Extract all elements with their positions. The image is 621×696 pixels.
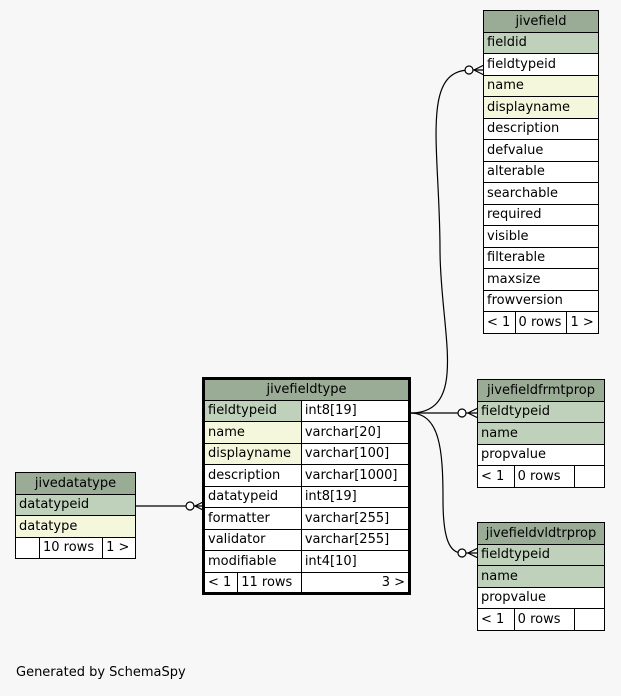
- column-propvalue: propvalue: [477, 443, 605, 466]
- children-count: 1 >: [102, 536, 136, 559]
- column-datatype: datatype: [15, 515, 136, 538]
- table-title[interactable]: jivefield: [483, 10, 599, 33]
- children-count: [574, 465, 605, 488]
- children-count: 1 >: [566, 311, 599, 334]
- column-name: name: [477, 565, 605, 588]
- column-description: description: [203, 464, 302, 487]
- row-count: 0 rows: [514, 311, 568, 334]
- column-required: required: [483, 203, 599, 226]
- table-jivefieldfrmtprop[interactable]: jivefieldfrmtprop fieldtypeid name propv…: [477, 379, 605, 488]
- column-name: name: [483, 74, 599, 97]
- parents-count: < 1: [202, 571, 239, 594]
- row-count: 11 rows: [237, 571, 302, 594]
- column-frowversion: frowversion: [483, 289, 599, 312]
- column-type: varchar[255]: [300, 507, 411, 530]
- column-filterable: filterable: [483, 246, 599, 269]
- table-title[interactable]: jivefieldvldtrprop: [477, 522, 605, 545]
- edge-marker-frmtprop: [457, 408, 467, 418]
- column-maxsize: maxsize: [483, 268, 599, 291]
- column-fieldid: fieldid: [483, 31, 599, 54]
- column-type: int8[19]: [300, 399, 411, 422]
- column-name: name: [477, 422, 605, 445]
- row-count: 0 rows: [513, 608, 576, 631]
- column-searchable: searchable: [483, 182, 599, 205]
- column-visible: visible: [483, 225, 599, 248]
- column-description: description: [483, 117, 599, 140]
- column-displayname: displayname: [483, 96, 599, 119]
- edge-marker-datatype: [185, 501, 195, 511]
- column-alterable: alterable: [483, 160, 599, 183]
- edge-marker-jivefield: [464, 65, 474, 75]
- table-title[interactable]: jivefieldfrmtprop: [477, 379, 605, 402]
- column-type: varchar[1000]: [300, 464, 411, 487]
- column-type: varchar[255]: [300, 528, 411, 551]
- column-datatypeid: datatypeid: [15, 493, 136, 516]
- edge-jivefield-fieldtypeid: [409, 69, 484, 414]
- generated-by-note: Generated by SchemaSpy: [16, 665, 186, 680]
- column-defvalue: defvalue: [483, 139, 599, 162]
- children-count: 3 >: [300, 571, 411, 594]
- column-type: int4[10]: [300, 550, 411, 573]
- row-count: 10 rows: [38, 536, 104, 559]
- table-title[interactable]: jivefieldtype: [203, 378, 410, 401]
- children-count: [574, 608, 605, 631]
- column-fieldtypeid: fieldtypeid: [483, 53, 599, 76]
- column-fieldtypeid: fieldtypeid: [477, 400, 605, 423]
- edge-marker-vldtrprop: [457, 548, 467, 558]
- column-type: varchar[100]: [300, 442, 411, 465]
- table-jivefield[interactable]: jivefield fieldid fieldtypeid name displ…: [483, 10, 599, 334]
- column-modifiable: modifiable: [203, 550, 302, 573]
- column-name: name: [203, 421, 302, 444]
- column-displayname: displayname: [203, 442, 302, 465]
- column-validator: validator: [203, 528, 302, 551]
- table-jivefieldvldtrprop[interactable]: jivefieldvldtrprop fieldtypeid name prop…: [477, 522, 605, 631]
- column-type: int8[19]: [300, 485, 411, 508]
- parents-count: < 1: [477, 608, 515, 631]
- edge-jivefieldvldtrprop-fieldtypeid: [409, 412, 478, 554]
- column-formatter: formatter: [203, 507, 302, 530]
- column-fieldtypeid: fieldtypeid: [203, 399, 302, 422]
- parents-count: < 1: [477, 465, 515, 488]
- column-propvalue: propvalue: [477, 586, 605, 609]
- table-jivedatatype[interactable]: jivedatatype datatypeid datatype 10 rows…: [15, 472, 136, 559]
- row-count: 0 rows: [513, 465, 576, 488]
- parents-count: < 1: [483, 311, 516, 334]
- column-datatypeid: datatypeid: [203, 485, 302, 508]
- parents-count: [15, 536, 40, 559]
- column-type: varchar[20]: [300, 421, 411, 444]
- column-fieldtypeid: fieldtypeid: [477, 543, 605, 566]
- table-title[interactable]: jivedatatype: [15, 472, 136, 495]
